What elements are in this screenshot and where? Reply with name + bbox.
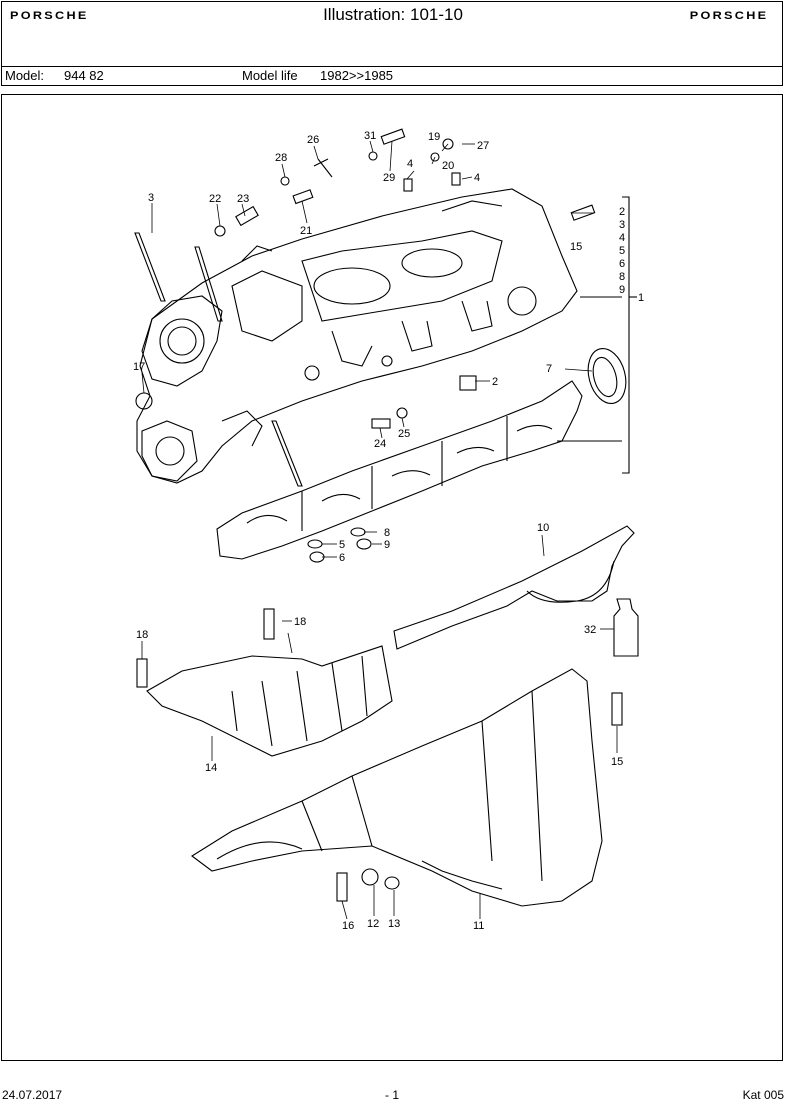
oil-pan-drawing bbox=[191, 668, 603, 907]
header-box: PORSCHE Illustration: 101-10 PORSCHE bbox=[1, 1, 783, 67]
bracket-item: 2 bbox=[619, 206, 625, 218]
sealant-tube-drawing bbox=[613, 598, 639, 657]
callout-9: 9 bbox=[384, 539, 390, 551]
callout-17: 17 bbox=[133, 361, 145, 373]
callout-28: 28 bbox=[275, 152, 287, 164]
footer-page-number: - 1 bbox=[385, 1088, 400, 1102]
callout-15b: 15 bbox=[611, 756, 623, 768]
callout-21: 21 bbox=[300, 225, 312, 237]
callout-12: 12 bbox=[367, 918, 379, 930]
callout-labels: 1 2 3 4 4 5 6 7 8 9 10 11 12 13 14 15 15… bbox=[133, 130, 644, 932]
callout-15a: 15 bbox=[570, 241, 582, 253]
footer-catalog: Kat 005 bbox=[742, 1088, 784, 1102]
model-label: Model: bbox=[5, 68, 45, 83]
bracket-item-1 bbox=[557, 196, 637, 474]
callout-26: 26 bbox=[307, 134, 319, 146]
callout-20: 20 bbox=[442, 160, 454, 172]
callout-22: 22 bbox=[209, 193, 221, 205]
callout-31: 31 bbox=[364, 130, 376, 142]
callout-1: 1 bbox=[638, 292, 644, 304]
callout-7: 7 bbox=[546, 363, 552, 375]
engine-block-drawing bbox=[136, 188, 578, 484]
illustration-frame: 1 2 3 4 4 5 6 7 8 9 10 11 12 13 14 15 15… bbox=[1, 94, 783, 1061]
leader-lines bbox=[141, 140, 618, 920]
callout-24: 24 bbox=[374, 438, 386, 450]
fasteners-drawing bbox=[135, 128, 623, 902]
model-bar: Model: 944 82 Model life 1982>>1985 bbox=[1, 67, 783, 86]
callout-23: 23 bbox=[237, 193, 249, 205]
callout-25: 25 bbox=[398, 428, 410, 440]
bracket-item: 6 bbox=[619, 258, 625, 270]
callout-27: 27 bbox=[477, 140, 489, 152]
model-life-label: Model life bbox=[242, 68, 298, 83]
callout-14: 14 bbox=[205, 762, 217, 774]
callout-16: 16 bbox=[342, 920, 354, 932]
oil-pan-gasket-drawing bbox=[393, 525, 635, 650]
bracket-item: 3 bbox=[619, 219, 625, 231]
rear-seal-drawing bbox=[587, 348, 627, 404]
exploded-parts-diagram: 1 2 3 4 4 5 6 7 8 9 10 11 12 13 14 15 15… bbox=[133, 128, 644, 932]
model-life-value: 1982>>1985 bbox=[320, 68, 394, 83]
callout-5: 5 bbox=[339, 539, 345, 551]
callout-29: 29 bbox=[383, 172, 395, 184]
bracket-item: 5 bbox=[619, 245, 625, 257]
callout-18b: 18 bbox=[136, 629, 148, 641]
porsche-logo-right: PORSCHE bbox=[689, 10, 768, 22]
footer-date: 24.07.2017 bbox=[2, 1088, 63, 1102]
bracket-item: 9 bbox=[619, 284, 625, 296]
callout-4b: 4 bbox=[474, 172, 480, 184]
bearing-cap-drawing bbox=[216, 380, 583, 560]
callout-32: 32 bbox=[584, 624, 596, 636]
callout-6: 6 bbox=[339, 552, 345, 564]
callout-2: 2 bbox=[492, 376, 498, 388]
bracket-list: 2 3 4 5 6 8 9 bbox=[619, 206, 625, 296]
bracket-item: 8 bbox=[619, 271, 625, 283]
callout-11: 11 bbox=[473, 920, 484, 932]
studs-drawing bbox=[134, 232, 303, 487]
callout-10: 10 bbox=[537, 522, 549, 534]
model-value: 944 82 bbox=[64, 68, 104, 83]
callout-18a: 18 bbox=[294, 616, 306, 628]
callout-3: 3 bbox=[148, 192, 154, 204]
callout-8: 8 bbox=[384, 527, 390, 539]
porsche-logo-left: PORSCHE bbox=[10, 10, 89, 22]
callout-19: 19 bbox=[428, 131, 440, 143]
callout-4a: 4 bbox=[407, 158, 413, 170]
bracket-item: 4 bbox=[619, 232, 625, 244]
upper-oil-pan-drawing bbox=[146, 645, 393, 757]
illustration-title: Illustration: 101-10 bbox=[323, 5, 463, 24]
callout-13: 13 bbox=[388, 918, 400, 930]
